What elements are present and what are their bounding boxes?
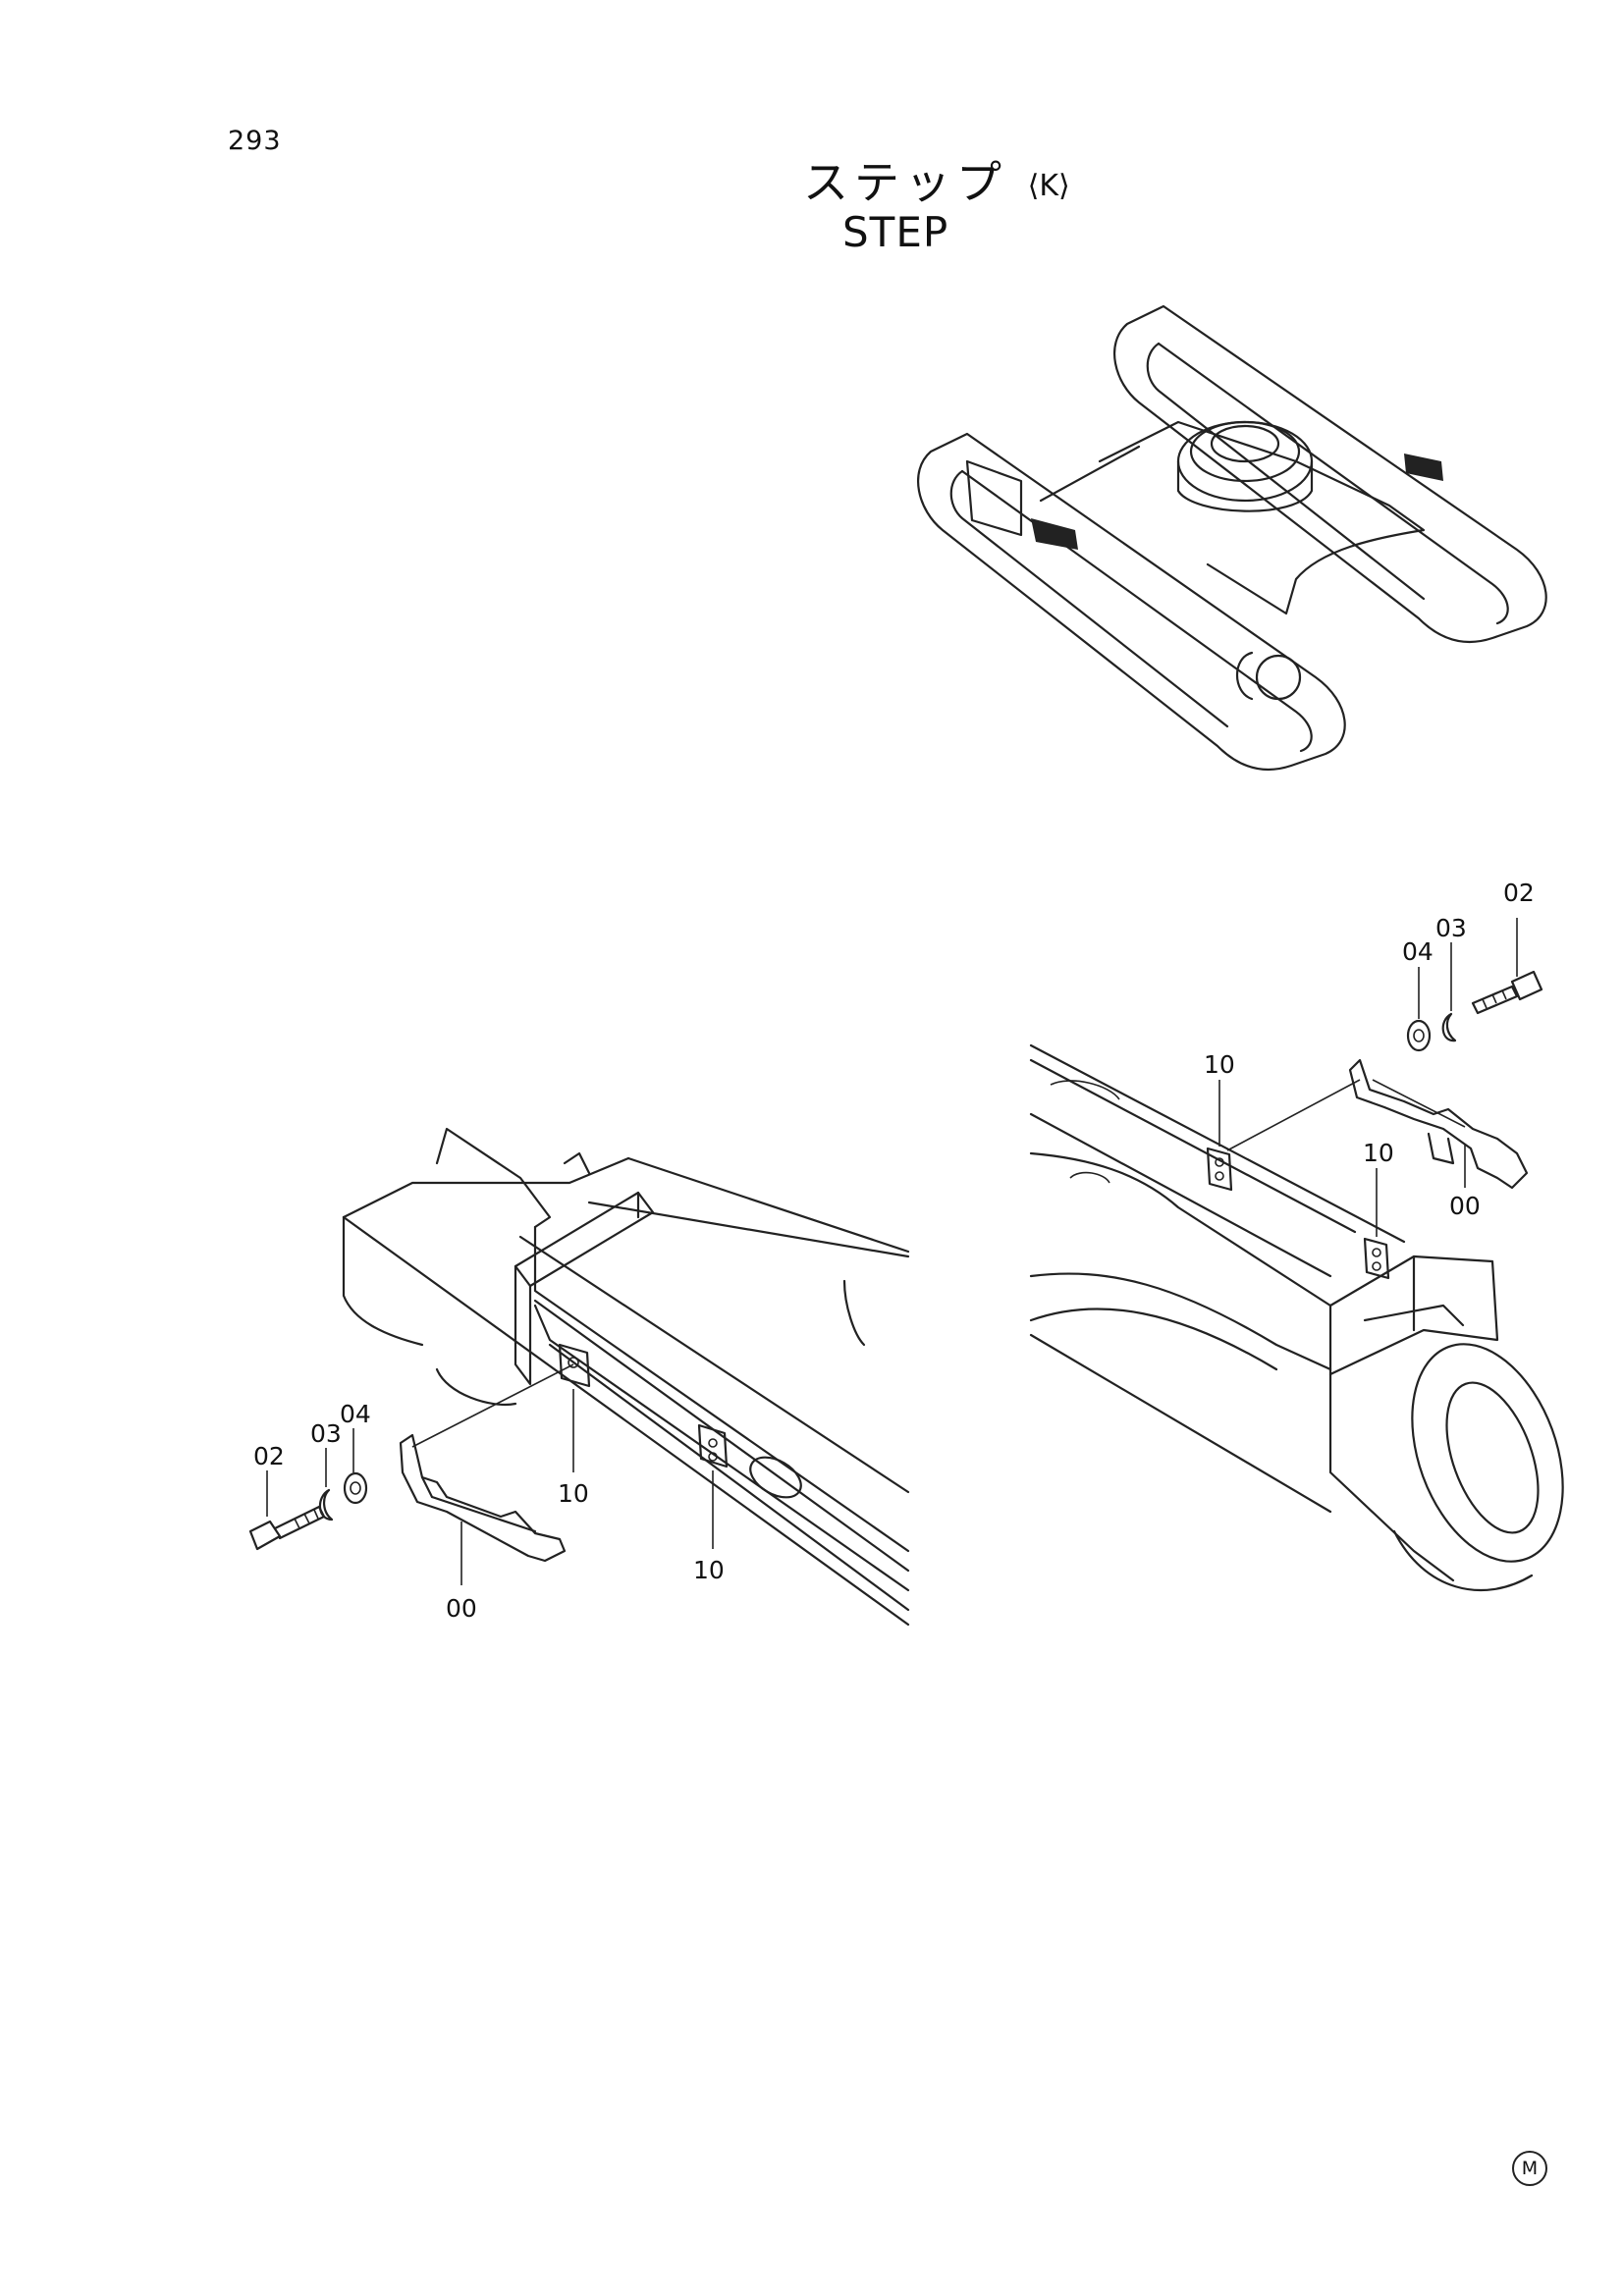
callout-washer-left: 04 <box>340 1400 371 1428</box>
corner-mark: M <box>1512 2151 1547 2186</box>
callout-bracket-left-b: 10 <box>693 1556 725 1584</box>
title-japanese-text: ステップ <box>803 156 1007 209</box>
undercarriage-overview <box>917 304 1547 771</box>
page-number: 293 <box>228 126 282 156</box>
callout-bracket-right-b: 10 <box>1363 1139 1394 1167</box>
callout-step-right: 00 <box>1449 1192 1481 1220</box>
title-japanese: ステップ ⟨K⟩ <box>803 147 1070 212</box>
callout-step-left: 00 <box>446 1594 477 1623</box>
title-variant: ⟨K⟩ <box>1027 169 1070 203</box>
callout-bracket-left-a: 10 <box>558 1479 589 1508</box>
title-english: STEP <box>842 208 949 256</box>
callout-washer-right: 04 <box>1402 937 1434 966</box>
right-detail-view: 02 03 04 10 10 00 <box>1029 879 1564 1592</box>
callout-spring-washer-left: 03 <box>310 1419 342 1448</box>
left-detail-view: 02 03 04 10 10 00 <box>248 1127 910 1627</box>
callout-bracket-right-a: 10 <box>1204 1050 1235 1079</box>
callout-bolt-left: 02 <box>253 1442 285 1470</box>
callout-bolt-right: 02 <box>1503 879 1535 907</box>
callout-spring-washer-right: 03 <box>1435 914 1467 942</box>
